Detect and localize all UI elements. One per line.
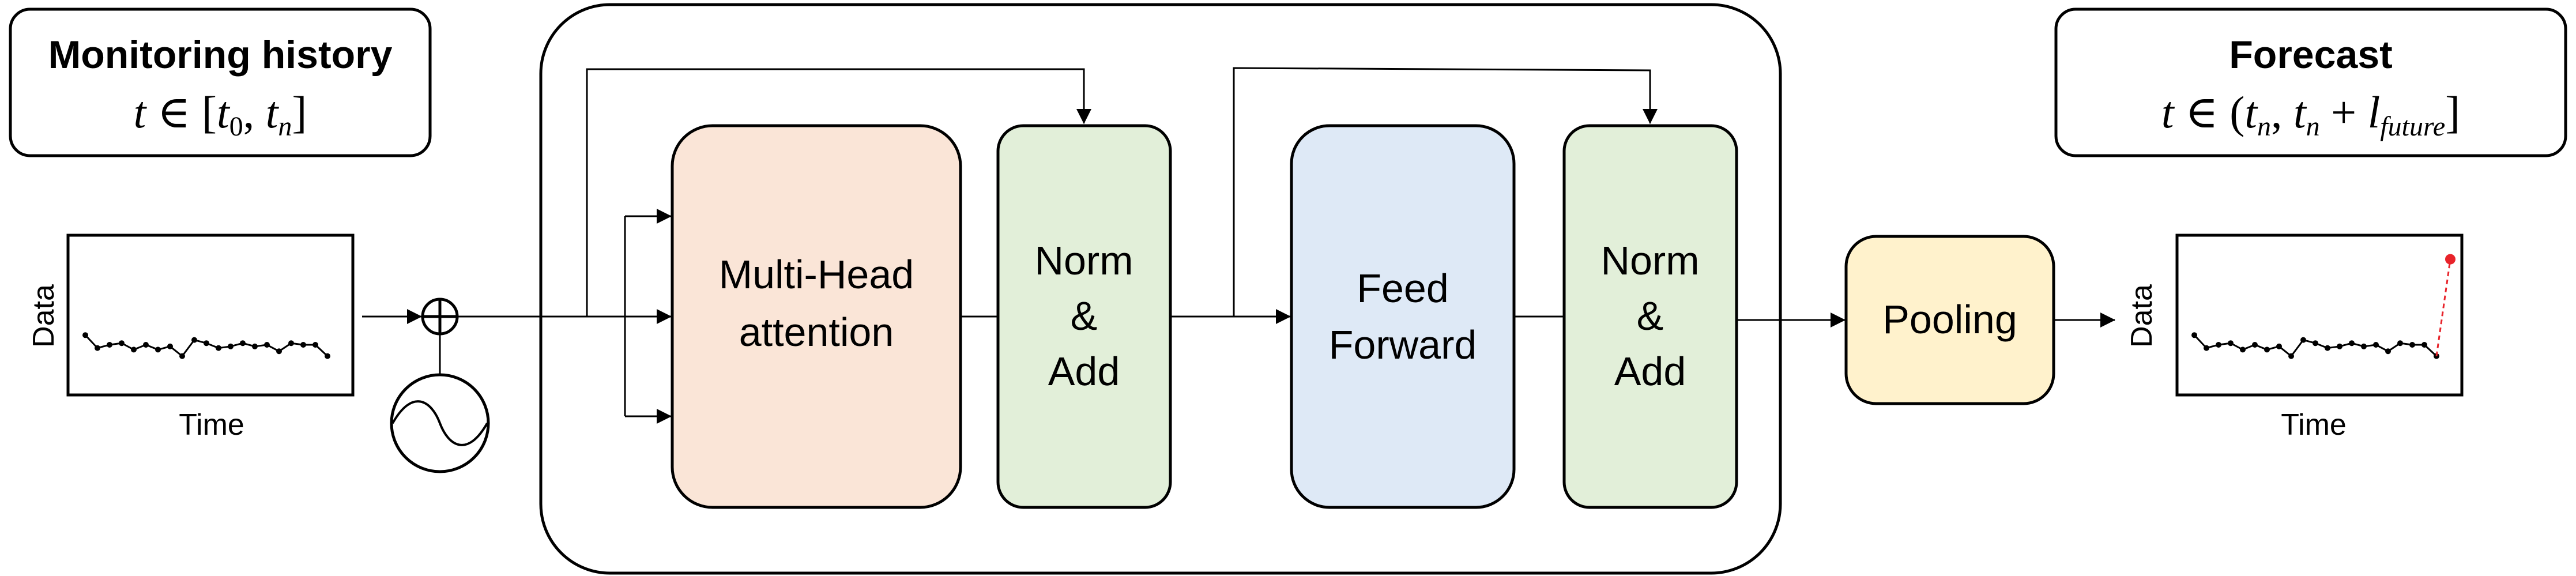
input-data-point-0	[82, 332, 88, 338]
multi-head-attention-block: Multi-Head attention	[671, 124, 962, 509]
history-data-point-14	[2361, 343, 2367, 349]
positional-encoding-icon	[390, 373, 490, 473]
input-series	[82, 332, 330, 359]
norm-add-block-2: Norm & Add	[1562, 124, 1738, 509]
output-plot-ylabel: Data	[2125, 284, 2159, 348]
history-data-point-4	[2240, 347, 2246, 353]
feed-forward-block: Feed Forward	[1290, 124, 1516, 509]
history-panel-interval: t ∈ [t0, tn]	[134, 87, 307, 142]
multi-head-attention-label-2: attention	[739, 310, 894, 355]
input-data-point-4	[131, 347, 137, 353]
connections	[362, 67, 2115, 424]
forecast-panel-interval: t ∈ (tn, tn + lfuture]	[2161, 87, 2460, 142]
input-data-point-16	[276, 348, 282, 355]
forecast-link	[2435, 259, 2451, 356]
input-data-point-5	[143, 342, 149, 348]
history-data-point-0	[2191, 332, 2197, 338]
history-data-point-15	[2373, 342, 2379, 348]
input-data-point-8	[179, 353, 185, 359]
norm-add-block-1: Norm & Add	[996, 124, 1172, 509]
norm-add-1-label-1: Norm	[1034, 238, 1133, 283]
history-data-point-5	[2252, 342, 2258, 348]
history-data-point-10	[2313, 340, 2318, 347]
history-data-point-18	[2409, 342, 2415, 348]
history-panel: Monitoring history t ∈ [t0, tn]	[9, 7, 432, 157]
norm-add-2-label-1: Norm	[1600, 238, 1699, 283]
history-data-point-7	[2276, 343, 2282, 349]
input-data-point-6	[155, 347, 161, 353]
feed-forward-box	[1290, 124, 1516, 509]
input-plot: Data Time	[27, 234, 355, 442]
feed-forward-label-1: Feed	[1357, 266, 1449, 311]
forecast-panel: Forecast t ∈ (tn, tn + lfuture]	[2054, 7, 2567, 157]
history-data-point-16	[2385, 348, 2391, 355]
input-data-point-1	[95, 345, 100, 351]
input-data-point-19	[312, 342, 318, 348]
history-data-point-1	[2204, 345, 2209, 351]
output-plot-frame	[2175, 234, 2464, 397]
feed-forward-label-2: Forward	[1329, 322, 1477, 367]
residual-connection-2	[1233, 67, 1658, 317]
input-data-point-18	[300, 342, 306, 348]
input-plot-xlabel: Time	[179, 408, 244, 442]
history-data-point-9	[2300, 337, 2306, 343]
input-data-point-3	[119, 340, 125, 347]
input-plot-ylabel: Data	[27, 284, 61, 348]
output-plot: Data Time	[2125, 234, 2464, 442]
input-data-point-10	[204, 340, 209, 347]
input-data-point-14	[252, 343, 258, 349]
history-data-point-12	[2337, 343, 2342, 349]
history-data-point-3	[2228, 340, 2234, 347]
pooling-label: Pooling	[1882, 297, 2017, 342]
input-plot-frame	[66, 234, 355, 397]
input-data-point-12	[228, 343, 234, 349]
sine-wave-icon	[391, 400, 488, 446]
history-data-point-2	[2216, 342, 2221, 348]
norm-add-2-label-2: &	[1637, 293, 1664, 338]
history-data-point-11	[2325, 345, 2330, 351]
history-data-point-19	[2421, 342, 2427, 348]
forecast-point	[2445, 254, 2456, 265]
history-data-point-13	[2349, 340, 2355, 347]
pooling-block: Pooling	[1844, 235, 2055, 405]
input-data-point-20	[325, 353, 330, 359]
input-data-point-2	[107, 342, 112, 348]
input-data-point-11	[216, 345, 221, 351]
input-data-point-7	[167, 343, 173, 349]
norm-add-2-label-3: Add	[1614, 349, 1686, 394]
history-panel-box	[9, 7, 432, 157]
history-panel-title: Monitoring history	[48, 33, 393, 77]
history-data-point-8	[2288, 353, 2294, 359]
input-data-point-9	[191, 337, 197, 343]
norm-add-1-label-2: &	[1071, 293, 1098, 338]
add-operator	[421, 298, 459, 336]
input-data-point-15	[264, 342, 270, 348]
output-series	[2191, 254, 2456, 359]
residual-connection-1	[586, 68, 1091, 317]
forecast-panel-title: Forecast	[2229, 33, 2392, 77]
history-data-point-17	[2397, 340, 2403, 347]
history-data-point-6	[2264, 347, 2270, 353]
multi-head-attention-label-1: Multi-Head	[719, 252, 914, 297]
forecast-panel-box	[2054, 7, 2567, 157]
output-plot-xlabel: Time	[2281, 408, 2347, 442]
input-data-point-13	[240, 340, 246, 347]
input-data-point-17	[288, 340, 294, 347]
norm-add-1-label-3: Add	[1048, 349, 1120, 394]
